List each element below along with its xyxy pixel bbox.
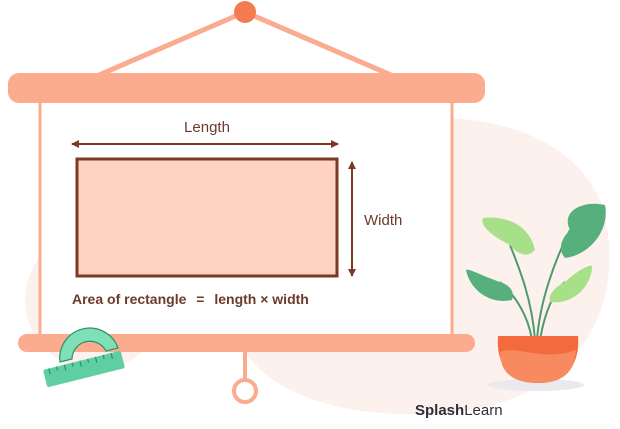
leaf — [560, 203, 606, 258]
area-formula: Area of rectangle = length × width — [72, 291, 309, 307]
pot-shadow — [488, 379, 584, 391]
screen-top-bar — [8, 73, 485, 103]
screen-bottom-bar — [18, 334, 475, 352]
ruler — [43, 351, 125, 387]
rectangle-shape — [75, 157, 339, 278]
splashlearn-logo: SplashLearn — [415, 402, 503, 419]
potted-plant-icon — [466, 203, 606, 391]
length-label: Length — [184, 119, 230, 136]
leaf — [466, 269, 513, 301]
leaf — [549, 265, 593, 303]
hook-knob — [234, 1, 256, 23]
formula-rhs: length × width — [214, 291, 309, 307]
brand-bold: Splash — [415, 402, 464, 419]
width-label: Width — [364, 212, 402, 229]
formula-equals: = — [196, 291, 204, 307]
brand-regular: Learn — [464, 402, 502, 419]
formula-prefix: Area of rectangle — [72, 291, 187, 307]
leaf — [482, 217, 535, 255]
hanging-strings — [89, 9, 401, 81]
pull-ring — [232, 378, 258, 404]
protractor-icon — [43, 327, 125, 387]
